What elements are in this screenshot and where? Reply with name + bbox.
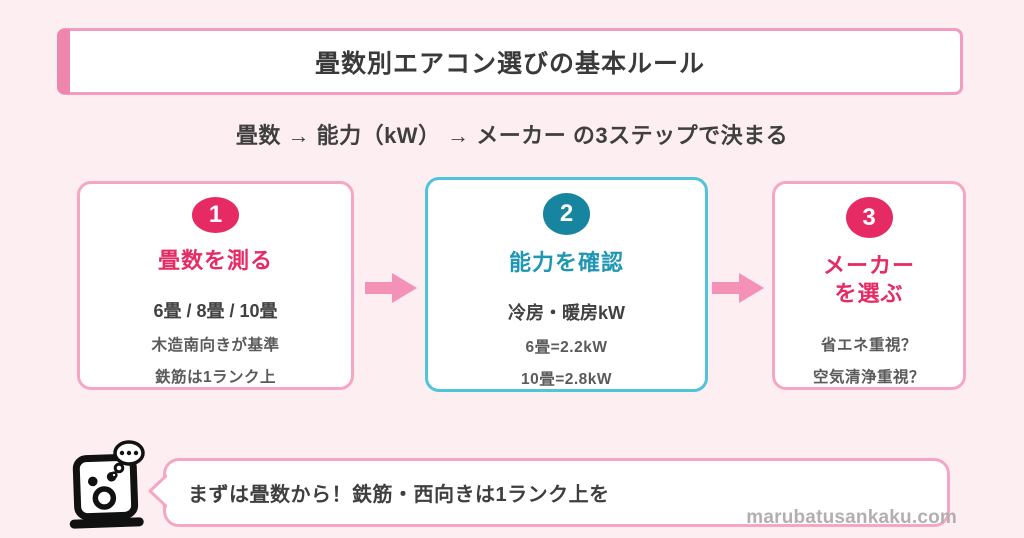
speech-bubble: まずは畳数から！鉄筋・西向きは1ランク上を <box>163 458 950 527</box>
step-title-line: 畳数を測る <box>157 247 273 273</box>
arrow-right-icon <box>712 273 764 303</box>
speech-bubble-text: まずは畳数から！鉄筋・西向きは1ランク上を <box>188 484 610 506</box>
step-title-line: 能力を確認 <box>508 249 624 275</box>
step-number: 2 <box>559 199 574 227</box>
page-title: 畳数別エアコン選びの基本ルール <box>314 49 705 78</box>
step-2-highlight: 冷房・暖房kW <box>508 303 625 323</box>
step-1-detail-line: 木造南向きが基準 <box>151 337 280 354</box>
step-number: 3 <box>862 203 876 231</box>
header-banner: 畳数別エアコン選びの基本ルール <box>57 28 963 95</box>
step-title-line: メーカー <box>822 253 915 278</box>
step-2-detail-line: 6畳=2.2kW <box>525 339 608 356</box>
step-1-highlight: 6畳 / 8畳 / 10畳 <box>153 301 278 321</box>
step-1-detail-line: 鉄筋は1ランク上 <box>154 369 277 386</box>
step-card-3: 3 メーカー を選ぶ 省エネ重視？ 空気清浄重視？ <box>772 181 966 390</box>
step-3-title: メーカー を選ぶ <box>823 252 915 307</box>
step-1-title: 畳数を測る <box>158 247 273 275</box>
mascot-character-icon <box>69 440 145 529</box>
step-card-1: 1 畳数を測る 6畳 / 8畳 / 10畳 木造南向きが基準 鉄筋は1ランク上 <box>77 181 354 390</box>
step-title-line: を選ぶ <box>834 280 904 306</box>
step-3-detail-line: 空気清浄重視？ <box>812 369 925 386</box>
step-card-2: 2 能力を確認 冷房・暖房kW 6畳=2.2kW 10畳=2.8kW <box>425 177 708 392</box>
step-3-detail-line: 省エネ重視？ <box>820 337 917 354</box>
watermark: marubatusankaku.com <box>746 507 957 528</box>
step-2-title: 能力を確認 <box>509 249 624 277</box>
thought-bubble-icon <box>110 440 145 479</box>
step-1-number-badge: 1 <box>192 197 239 233</box>
header-accent-bar <box>57 29 70 94</box>
step-3-number-badge: 3 <box>845 197 893 238</box>
arrow-right-icon <box>365 273 417 303</box>
step-number: 1 <box>208 200 223 228</box>
speech-bubble-tail <box>148 473 167 509</box>
subtitle: 畳数 → 能力（kW） → メーカー の3ステップで決まる <box>235 123 789 148</box>
step-2-number-badge: 2 <box>543 193 590 235</box>
step-2-detail-line: 10畳=2.8kW <box>520 371 613 388</box>
